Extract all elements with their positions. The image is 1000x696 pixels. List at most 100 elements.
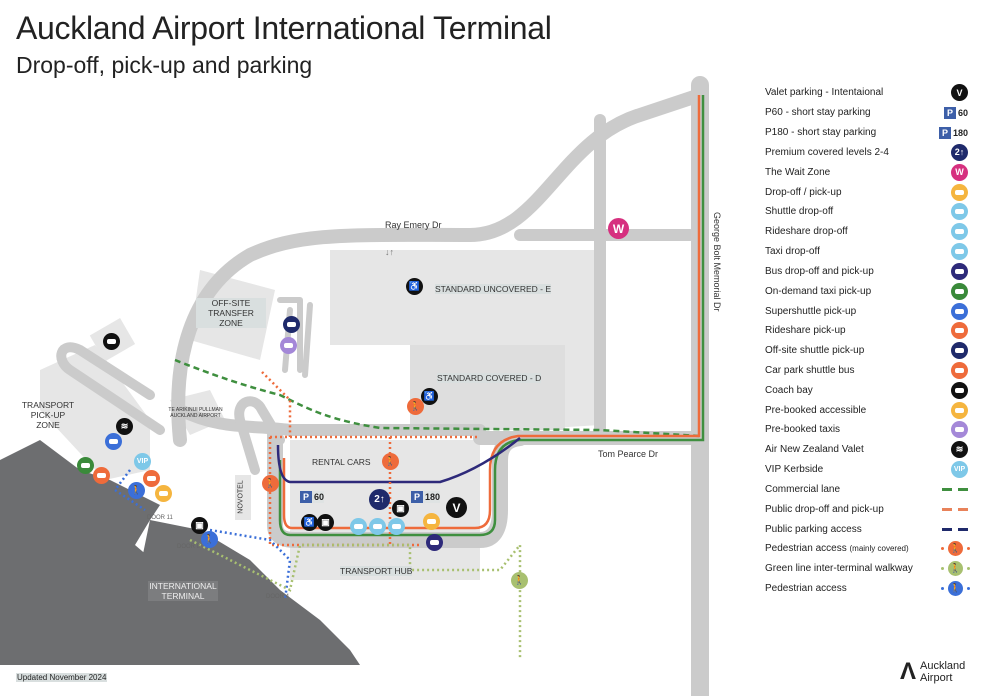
road-ray-emery [171, 88, 707, 447]
supershuttle-icon [105, 433, 122, 450]
commercial-lane-solid [278, 95, 705, 537]
legend-item: Pre-booked taxis [765, 420, 970, 440]
coach-bay-icon [103, 333, 120, 350]
legend-label-text: Pre-booked accessible [765, 404, 867, 416]
shuttle-dropoff-icon [388, 518, 405, 535]
legend-label-text: The Wait Zone [765, 166, 831, 178]
legend-label-text: Coach bay [765, 384, 813, 396]
taxi-dropoff-icon [350, 518, 367, 535]
pedestrian-blue-route [113, 469, 292, 601]
legend-item: Public parking access [765, 519, 970, 539]
line-swatch-icon [942, 507, 968, 511]
vehicle-icon [951, 421, 968, 439]
legend-label-text: Taxi drop-off [765, 246, 820, 258]
p-sign: P [938, 126, 951, 139]
map-areas [40, 250, 600, 580]
legend-label-text: P180 - short stay parking [765, 127, 877, 139]
legend-label: Premium covered levels 2-4 [765, 147, 889, 158]
legend-label-text: Pedestrian access [765, 583, 847, 595]
p60-label: 60 [314, 492, 325, 502]
road-label-tom-pearce: Tom Pearce Dr [598, 449, 659, 459]
legend-item: The Wait Zone W [765, 162, 970, 182]
valet-cart-icon: ▣ [392, 500, 409, 517]
legend-label: Off-site shuttle pick-up [765, 345, 864, 356]
logo-line1: Auckland [920, 660, 966, 672]
vehicle-icon [951, 223, 968, 241]
bus-icon [426, 534, 443, 551]
pedestrian-icon: 🚶 [941, 541, 970, 557]
road-west-loop [56, 342, 165, 435]
green-line-walkway [189, 538, 522, 660]
zone-rental-cars: RENTAL CARS [312, 457, 371, 467]
legend-item: Premium covered levels 2-4 2↑ [765, 142, 970, 162]
legend-label-text: On-demand taxi pick-up [765, 285, 872, 297]
on-demand-taxi-icon [77, 457, 94, 474]
pedestrian-icon: 🚶 [128, 482, 145, 499]
legend-item: Off-site shuttle pick-up [765, 341, 970, 361]
legend-item: Shuttle drop-off [765, 202, 970, 222]
prebooked-accessible-icon [155, 485, 172, 502]
vehicle-icon [951, 302, 968, 320]
public-dropoff-line [282, 95, 701, 530]
legend-label-text: Shuttle drop-off [765, 206, 834, 218]
zone-novotel: NOVOTEL [237, 480, 245, 514]
dropoff-pickup-icon [423, 513, 440, 530]
legend-item: Public drop-off and pick-up [765, 499, 970, 519]
vehicle-icon [951, 243, 968, 261]
valet-parking-icon: V [446, 497, 467, 518]
legend-item: Bus drop-off and pick-up [765, 261, 970, 281]
legend-item: Green line inter-terminal walkway🚶 [765, 559, 970, 579]
legend-note: (mainly covered) [849, 544, 909, 554]
road-label-george-bolt: George Bolt Memorial Dr [712, 212, 722, 312]
pedestrian-icon: 🚶 [941, 561, 970, 577]
one-way-arrows: ↓↑ [385, 247, 394, 257]
transport-pickup-area [40, 345, 150, 480]
legend-label: Car park shuttle bus [765, 365, 855, 376]
legend-label-text: P60 - short stay parking [765, 107, 871, 119]
legend-item: VIP Kerbside VIP [765, 460, 970, 480]
premium-covered-icon: 2↑ [369, 489, 390, 510]
legend-symbol-icon: ≋ [951, 441, 968, 459]
legend-item: On-demand taxi pick-up [765, 281, 970, 301]
legend-label: Bus drop-off and pick-up [765, 266, 874, 277]
p-sign: P [300, 491, 312, 503]
legend-item: Pedestrian access🚶 [765, 579, 970, 599]
legend-glyph: 180 [952, 127, 968, 138]
updated-note: Updated November 2024 [16, 673, 108, 682]
page-subtitle: Drop-off, pick-up and parking [16, 52, 313, 78]
p-sign: P [411, 491, 423, 503]
legend-item: Car park shuttle bus [765, 361, 970, 381]
legend-item: Coach bay [765, 380, 970, 400]
legend-symbol-icon: VIP [951, 461, 968, 479]
zone-international-terminal: INTERNATIONAL TERMINAL [148, 581, 218, 601]
legend-label: Shuttle drop-off [765, 206, 833, 217]
zone-standard-covered: STANDARD COVERED - D [437, 373, 542, 383]
pedestrian-icon: 🚶 [262, 475, 279, 492]
rideshare-pickup-icon [93, 467, 110, 484]
pedestrian-icon: 🚶 [382, 453, 399, 470]
legend-symbol-icon: W [951, 163, 968, 181]
car-park-shuttle-icon [143, 470, 160, 487]
legend-item: Pre-booked accessible [765, 400, 970, 420]
legend-label: Pre-booked accessible [765, 405, 866, 416]
legend-glyph: 60 [957, 107, 968, 118]
legend-item: Commercial lane [765, 480, 970, 500]
valet-cart-icon: ▣ [191, 517, 208, 534]
vip-kerbside-icon: VIP [134, 453, 151, 470]
legend-symbol-icon: V [951, 84, 968, 102]
legend-label: VIP Kerbside [765, 464, 823, 475]
prebooked-taxi-icon [280, 337, 297, 354]
air-nz-valet-icon: ≋ [116, 418, 133, 435]
legend-item: Supershuttle pick-up [765, 301, 970, 321]
vehicle-icon [951, 342, 968, 360]
legend-symbol-icon: 2↑ [951, 143, 968, 161]
legend-label-text: Valet parking - Intentaional [765, 87, 884, 99]
legend-label-text: Supershuttle pick-up [765, 305, 857, 317]
zone-transport-pickup: TRANSPORT PICK-UP ZONE [21, 400, 75, 430]
legend-label-text: Off-site shuttle pick-up [765, 345, 865, 357]
